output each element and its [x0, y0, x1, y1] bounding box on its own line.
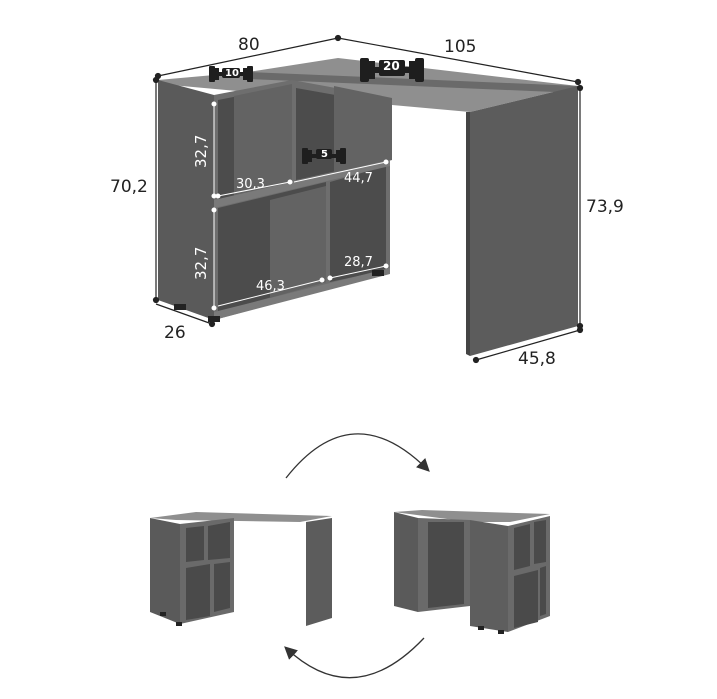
- shelf-side-panel: [158, 80, 214, 320]
- foot-back: [174, 304, 186, 310]
- desk-top-front-edge: [248, 72, 578, 93]
- dim-desk-length: 105: [444, 37, 476, 57]
- shelf-divider-right: [334, 86, 392, 176]
- desk-top-surface: [158, 58, 578, 112]
- foot-right: [372, 270, 384, 276]
- dim-upper-right-width: 44,7: [344, 171, 373, 186]
- dim-shelf-height: 70,2: [110, 177, 148, 197]
- bottom-shelf: [214, 268, 390, 320]
- dim-lower-right-width: 28,7: [344, 255, 373, 270]
- dim-desk-depth: 45,8: [518, 349, 556, 369]
- config-left-shelf-side: [150, 518, 180, 624]
- foot-front: [208, 316, 220, 322]
- configuration-right: [394, 510, 550, 634]
- configuration-left: [150, 512, 332, 626]
- inner-dimension-lines: [211, 101, 389, 311]
- config-left-desk-leg: [306, 518, 332, 626]
- shelf-divider-upper: [234, 84, 292, 198]
- compartment-lower-right: [330, 166, 386, 282]
- dumbbell-icon: 10: [209, 66, 253, 82]
- desk-leg-edge: [466, 112, 470, 356]
- main-desk: [158, 58, 578, 356]
- config-right-desk-leg: [394, 512, 418, 612]
- dimension-lines: [152, 34, 584, 364]
- shelf-divider-lower: [270, 186, 326, 298]
- middle-shelf: [214, 160, 390, 208]
- load-top-shelf: 10: [225, 68, 239, 79]
- dim-shelf-depth: 26: [164, 323, 186, 343]
- config-right-shelf-side: [470, 520, 508, 632]
- dim-upper-left-width: 30,3: [236, 177, 265, 192]
- dim-desk-height: 73,9: [586, 197, 624, 217]
- dumbbell-icon: 20: [360, 58, 424, 82]
- curved-arrow-counterclockwise-icon: [284, 637, 425, 679]
- dim-shelf-width: 80: [238, 35, 260, 55]
- dumbbell-icon: 5: [302, 148, 346, 164]
- dim-upper-height: 32,7: [192, 135, 210, 168]
- load-middle-shelf: 5: [321, 149, 328, 160]
- dim-lower-left-width: 46,3: [256, 279, 285, 294]
- load-desk-top: 20: [383, 59, 400, 73]
- dim-lower-height: 32,7: [192, 247, 210, 280]
- desk-leg-panel: [470, 86, 578, 356]
- curved-arrow-clockwise-icon: [285, 433, 430, 479]
